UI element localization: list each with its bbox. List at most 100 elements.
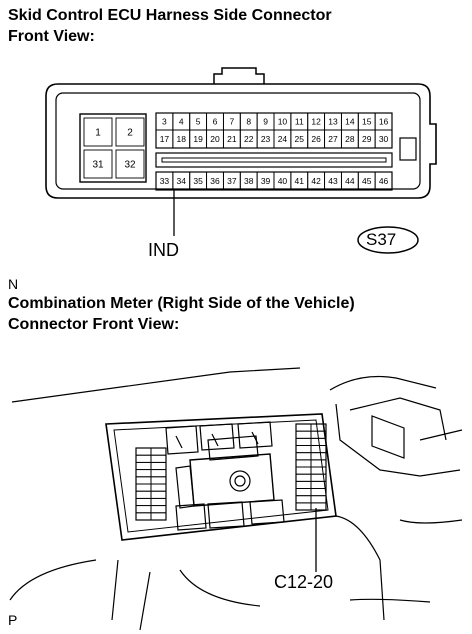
- pin-number-45: 45: [362, 176, 372, 186]
- background-line: [349, 397, 447, 441]
- background-line: [111, 559, 119, 621]
- figure-n-title-line2: Front View:: [8, 28, 95, 45]
- pin-number-19: 19: [193, 134, 203, 144]
- pin-cell: [295, 488, 312, 497]
- pin-cell: [135, 512, 152, 521]
- pin-cell: [115, 117, 145, 147]
- center-tab: [165, 425, 199, 455]
- connector-body-inner: [55, 92, 421, 190]
- left-pin-block: [79, 113, 147, 183]
- center-tab: [199, 423, 235, 451]
- pin-cell: [374, 129, 393, 149]
- pin-cell: [150, 454, 167, 463]
- pin-number-40: 40: [278, 176, 288, 186]
- left-pin-cells: 1 2 31 32: [83, 117, 145, 179]
- pin-number-6: 6: [213, 117, 218, 127]
- pin-cell: [295, 466, 312, 475]
- combination-meter-connector: [9, 367, 463, 631]
- pin-cell: [310, 466, 327, 475]
- center-lock-block: [189, 453, 275, 507]
- pin-cell: [150, 505, 167, 514]
- pin-number-42: 42: [311, 176, 321, 186]
- pin-number-12: 12: [311, 117, 321, 127]
- background-line: [335, 515, 385, 621]
- background-line: [11, 367, 301, 403]
- pin-number-33: 33: [160, 176, 170, 186]
- pin-cell: [295, 452, 312, 461]
- meter-connector-housing: [105, 413, 337, 541]
- pin-number-17: 17: [160, 134, 170, 144]
- pin-number-11: 11: [295, 117, 304, 127]
- pin-number-15: 15: [362, 117, 372, 127]
- pin-number-36: 36: [210, 176, 220, 186]
- pin-cell: [295, 459, 312, 468]
- background-line: [329, 375, 437, 391]
- pin-cell: [295, 495, 312, 504]
- pin-number-46: 46: [379, 176, 389, 186]
- figure-p-letter: P: [8, 612, 18, 628]
- pin-number-28: 28: [345, 134, 355, 144]
- connector-code-oval: [357, 226, 419, 254]
- pin-number-2: 2: [127, 128, 133, 139]
- pin-cell: [135, 483, 152, 492]
- pin-number-30: 30: [379, 134, 389, 144]
- separator-slot-inner: [161, 157, 387, 163]
- pin-cell: [295, 473, 312, 482]
- ind-callout-label: IND: [148, 240, 179, 260]
- center-lock-screw: [229, 470, 251, 492]
- pin-number-7: 7: [229, 117, 234, 127]
- pin-number-32: 32: [124, 160, 136, 171]
- background-line: [349, 598, 431, 603]
- pin-cell: [150, 476, 167, 485]
- connector-latch: [213, 67, 265, 84]
- pin-number-24: 24: [278, 134, 288, 144]
- pin-number-20: 20: [210, 134, 220, 144]
- pin-number-44: 44: [345, 176, 355, 186]
- right-pin-column-cells: [295, 423, 327, 511]
- pin-cell: [150, 461, 167, 471]
- bottom-tab: [175, 503, 207, 531]
- pin-number-38: 38: [244, 176, 254, 186]
- pin-number-22: 22: [244, 134, 254, 144]
- pin-number-25: 25: [295, 134, 305, 144]
- pin-cell: [150, 497, 167, 507]
- center-lock-top: [207, 435, 259, 461]
- pin-cell: [150, 490, 167, 499]
- pin-cell: [310, 502, 327, 511]
- pin-cell: [150, 512, 167, 521]
- pin-number-21: 21: [227, 134, 237, 144]
- pin-number-14: 14: [345, 117, 355, 127]
- pin-cell: [310, 495, 327, 504]
- pin-number-5: 5: [196, 117, 201, 127]
- pin-number-1: 1: [95, 128, 101, 139]
- pin-cell: [150, 469, 167, 478]
- connector-key-tab: [399, 137, 417, 161]
- left-pin-column-cells: [135, 447, 167, 521]
- pin-number-10: 10: [278, 117, 288, 127]
- pin-number-9: 9: [263, 117, 268, 127]
- pin-number-29: 29: [362, 134, 372, 144]
- pin-cell: [135, 447, 152, 456]
- pin-number-27: 27: [328, 134, 338, 144]
- pin-number-13: 13: [328, 117, 338, 127]
- pin-cell: [310, 452, 327, 461]
- pin-cell: [310, 488, 327, 497]
- pin-cell: [150, 447, 167, 456]
- pin-cell: [135, 497, 152, 507]
- pin-cell: [150, 483, 167, 492]
- center-tab: [237, 421, 273, 449]
- pin-number-31: 31: [92, 160, 104, 171]
- background-line: [179, 569, 261, 607]
- pin-cell: [295, 437, 312, 446]
- connector-code-label: S37: [366, 230, 397, 249]
- pin-cell: [310, 480, 327, 489]
- pin-number-18: 18: [177, 134, 187, 144]
- background-line: [399, 519, 463, 524]
- center-tab-detail: [175, 435, 183, 449]
- pin-number-34: 34: [177, 176, 187, 186]
- pin-number-43: 43: [328, 176, 338, 186]
- pin-cell: [295, 423, 312, 432]
